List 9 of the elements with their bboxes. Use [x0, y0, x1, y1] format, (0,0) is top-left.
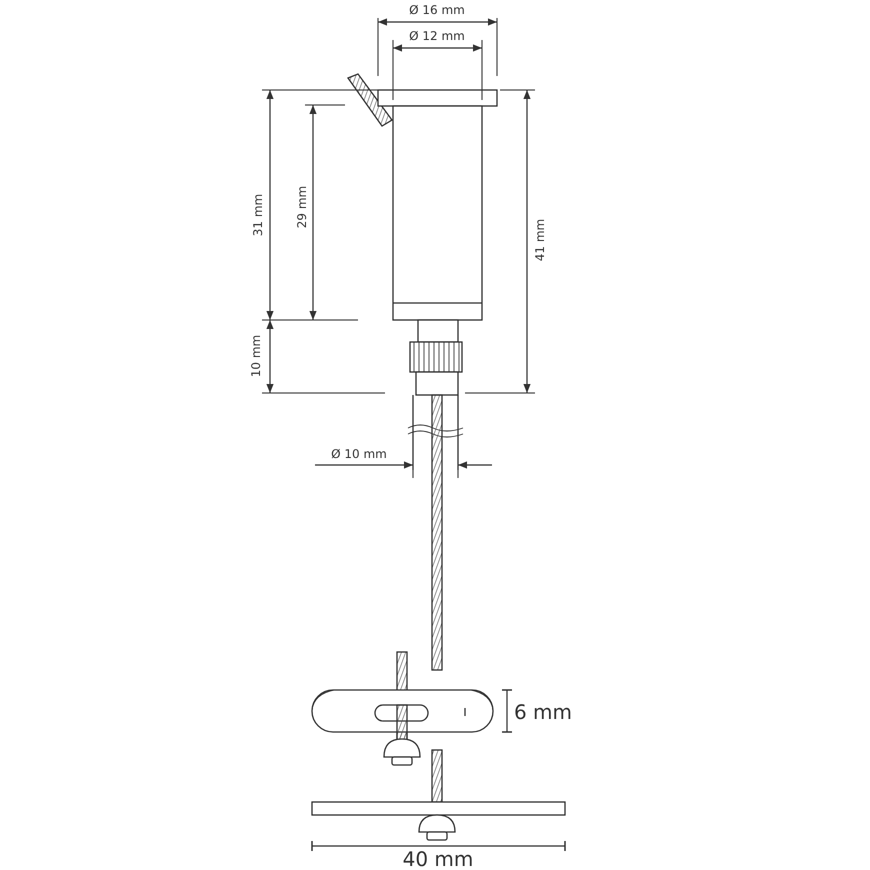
dimension-label: 41 mm	[532, 218, 548, 262]
dimension-label: Ø 10 mm	[331, 446, 387, 462]
dimension-label: Ø 16 mm	[409, 2, 465, 18]
dimension-label: 29 mm	[294, 186, 310, 228]
dimension-label: 10 mm	[248, 334, 264, 378]
dimension-label: 40 mm	[402, 847, 474, 870]
dimension-label: 31 mm	[250, 194, 266, 236]
dimension-label: 6 mm	[514, 700, 572, 724]
dimension-label: Ø 12 mm	[409, 28, 465, 44]
